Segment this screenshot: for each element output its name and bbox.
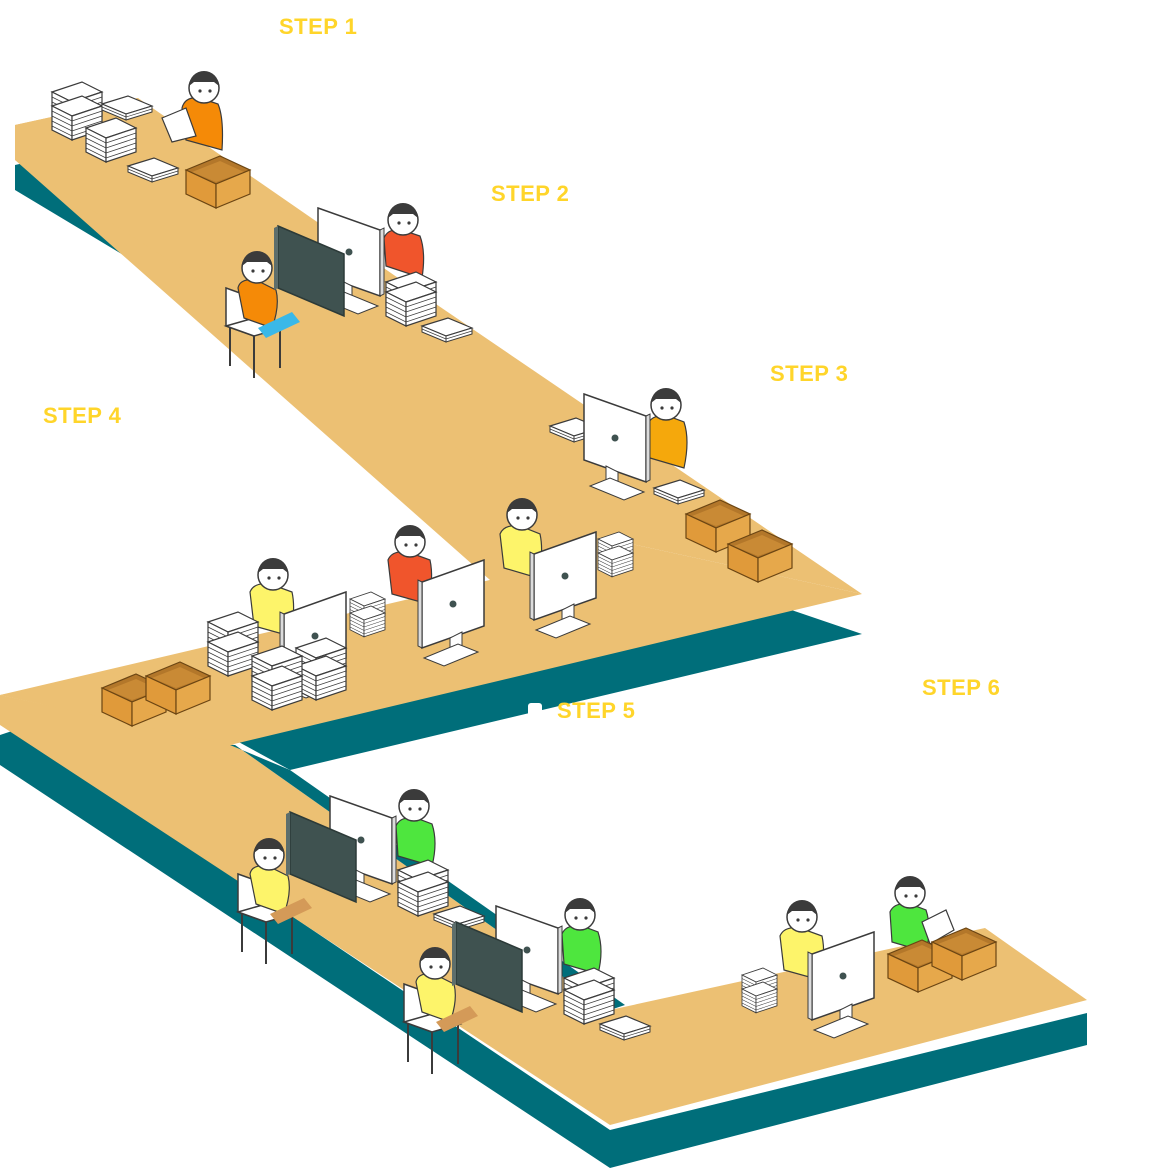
worker-icon bbox=[237, 250, 300, 338]
station-step-2 bbox=[225, 202, 473, 379]
worker-icon bbox=[561, 897, 602, 975]
worker-icon bbox=[395, 788, 436, 867]
book-icon bbox=[921, 909, 955, 945]
worker-icon bbox=[161, 70, 224, 151]
step-3-label: STEP 3 bbox=[770, 361, 849, 386]
book-icon bbox=[161, 107, 197, 143]
station-step-5 bbox=[237, 703, 651, 1075]
station-step-4 bbox=[101, 497, 634, 727]
step-2-label: STEP 2 bbox=[491, 181, 570, 206]
worker-icon bbox=[249, 837, 312, 924]
station-step-1 bbox=[51, 70, 251, 209]
station-step-3 bbox=[549, 387, 793, 583]
station-step-6 bbox=[741, 875, 997, 1039]
marker-icon bbox=[528, 703, 542, 719]
step-4-label: STEP 4 bbox=[43, 403, 122, 428]
step-6-label: STEP 6 bbox=[922, 675, 1001, 700]
worker-icon bbox=[383, 202, 425, 279]
worker-icon bbox=[647, 387, 688, 469]
step-1-label: STEP 1 bbox=[279, 14, 358, 39]
step-5-label: STEP 5 bbox=[557, 698, 636, 723]
